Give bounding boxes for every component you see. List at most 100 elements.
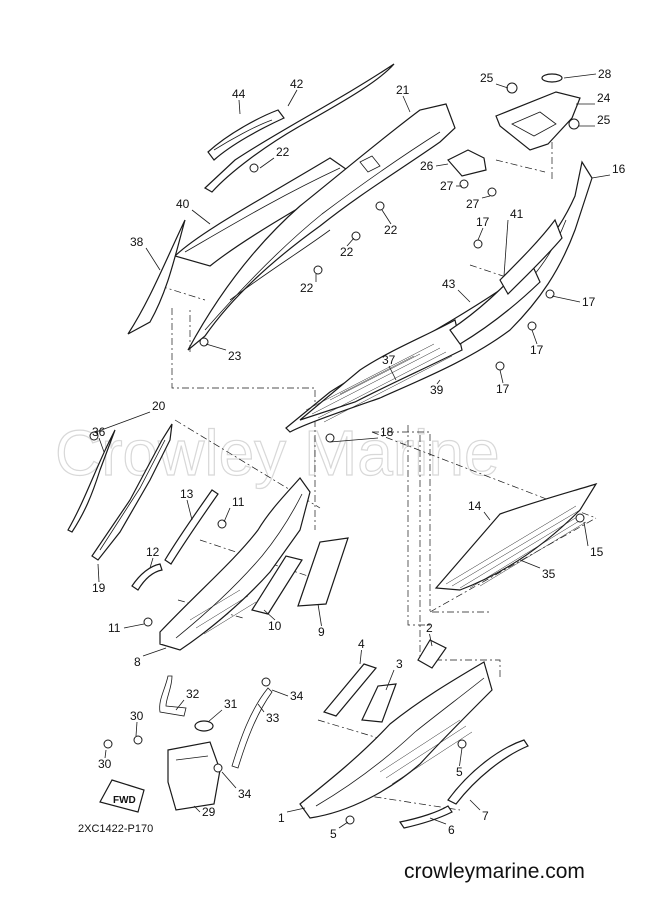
callout-c14[interactable]: 14 [468, 499, 482, 513]
callout-leader-c14 [483, 511, 491, 521]
pad-2[interactable] [417, 639, 447, 669]
callout-c25b[interactable]: 25 [597, 113, 611, 127]
callout-c34b[interactable]: 34 [238, 787, 252, 801]
callout-c39[interactable]: 39 [430, 383, 444, 397]
callout-c41[interactable]: 41 [510, 207, 524, 221]
decal-42[interactable] [203, 63, 395, 193]
callout-leader-c43 [457, 289, 471, 303]
side-cover-8[interactable] [159, 477, 311, 651]
bracket-24[interactable] [495, 91, 581, 151]
callout-c27a[interactable]: 27 [440, 179, 454, 193]
callout-c12[interactable]: 12 [146, 545, 160, 559]
cap-31[interactable] [194, 720, 214, 732]
pad-9[interactable] [297, 537, 349, 607]
callout-leader-c11a [223, 507, 231, 523]
pad-3[interactable] [361, 683, 397, 723]
callout-c34a[interactable]: 34 [290, 689, 304, 703]
callout-c22d[interactable]: 22 [300, 281, 314, 295]
callout-c10[interactable]: 10 [268, 619, 282, 633]
callout-leader-c34a [271, 689, 289, 697]
callout-leader-c18 [329, 437, 379, 443]
callout-c32[interactable]: 32 [186, 687, 200, 701]
callout-c30a[interactable]: 30 [130, 709, 144, 723]
callout-c22c[interactable]: 22 [340, 245, 354, 259]
callout-c30b[interactable]: 30 [98, 757, 112, 771]
callout-c3[interactable]: 3 [396, 657, 403, 671]
callout-c11b[interactable]: 11 [108, 621, 121, 635]
callout-c5b[interactable]: 5 [330, 827, 337, 841]
callout-c24[interactable]: 24 [597, 91, 611, 105]
callout-c17a[interactable]: 17 [476, 215, 490, 229]
callout-c17d[interactable]: 17 [496, 382, 510, 396]
callout-c9[interactable]: 9 [318, 625, 325, 639]
pad-10[interactable] [251, 555, 303, 615]
callout-c27b[interactable]: 27 [466, 197, 480, 211]
callout-leader-c4 [359, 649, 362, 665]
callout-c23[interactable]: 23 [228, 349, 242, 363]
callout-c13[interactable]: 13 [180, 487, 194, 501]
callout-c31[interactable]: 31 [224, 697, 238, 711]
strip-12[interactable] [131, 563, 163, 591]
callout-leader-c33 [257, 703, 265, 713]
callout-c35[interactable]: 35 [542, 567, 556, 581]
decal-41[interactable] [499, 218, 563, 295]
tank-29[interactable] [167, 741, 221, 811]
cover-19[interactable] [91, 423, 173, 561]
callout-c44[interactable]: 44 [232, 87, 246, 101]
callout-c33[interactable]: 33 [266, 711, 280, 725]
decal-44[interactable] [207, 109, 285, 161]
decal-38[interactable] [127, 219, 186, 335]
bracket-26[interactable] [447, 149, 487, 177]
callout-leader-c8 [142, 647, 167, 657]
decal-36[interactable] [67, 429, 116, 533]
fasteners[interactable] [89, 82, 585, 825]
callout-c20[interactable]: 20 [152, 399, 166, 413]
callout-c37[interactable]: 37 [382, 353, 396, 367]
callout-c7[interactable]: 7 [482, 809, 489, 823]
callout-c5a[interactable]: 5 [456, 765, 463, 779]
callout-c16[interactable]: 16 [612, 162, 626, 176]
callout-leader-c22b [381, 209, 392, 225]
callout-c8[interactable]: 8 [134, 655, 141, 669]
callout-c1[interactable]: 1 [278, 811, 285, 825]
callout-c4[interactable]: 4 [358, 637, 365, 651]
callout-leader-c5b [338, 821, 349, 829]
callout-leader-c15 [583, 521, 589, 547]
callout-c29[interactable]: 29 [202, 805, 216, 819]
callout-leader-c17b [551, 295, 581, 303]
callout-c17c[interactable]: 17 [530, 343, 544, 357]
callout-leader-c40 [191, 209, 211, 225]
callout-c21[interactable]: 21 [396, 83, 410, 97]
cap-28[interactable] [541, 73, 563, 83]
callout-c40[interactable]: 40 [176, 197, 190, 211]
strip-13[interactable] [164, 489, 219, 565]
callout-c42[interactable]: 42 [290, 77, 304, 91]
callout-c22b[interactable]: 22 [384, 223, 398, 237]
cover-14[interactable] [434, 482, 598, 591]
callout-c22a[interactable]: 22 [276, 145, 290, 159]
callout-c15[interactable]: 15 [590, 545, 604, 559]
callout-leader-c30b [104, 749, 107, 759]
hose-32[interactable] [159, 675, 187, 717]
side-cover-1[interactable] [299, 661, 493, 819]
callout-c25a[interactable]: 25 [480, 71, 494, 85]
pad-4[interactable] [322, 663, 378, 717]
callout-leader-c12 [149, 557, 154, 569]
side-cover-21[interactable] [187, 103, 456, 351]
callout-c18[interactable]: 18 [380, 425, 394, 439]
strip-6[interactable] [399, 805, 453, 829]
hose-33[interactable] [231, 687, 273, 769]
callout-c28[interactable]: 28 [598, 67, 612, 81]
callout-c17b[interactable]: 17 [582, 295, 596, 309]
callout-c26[interactable]: 26 [420, 159, 434, 173]
callout-c11a[interactable]: 11 [232, 495, 245, 509]
callout-leader-c41 [503, 219, 509, 277]
strip-7[interactable] [447, 739, 529, 805]
callout-c43[interactable]: 43 [442, 277, 456, 291]
callout-c6[interactable]: 6 [448, 823, 455, 837]
callout-c36[interactable]: 36 [92, 425, 106, 439]
callout-c38[interactable]: 38 [130, 235, 144, 249]
fwd-label: FWD [113, 795, 136, 806]
callout-c2[interactable]: 2 [426, 621, 433, 635]
callout-c19[interactable]: 19 [92, 581, 106, 595]
